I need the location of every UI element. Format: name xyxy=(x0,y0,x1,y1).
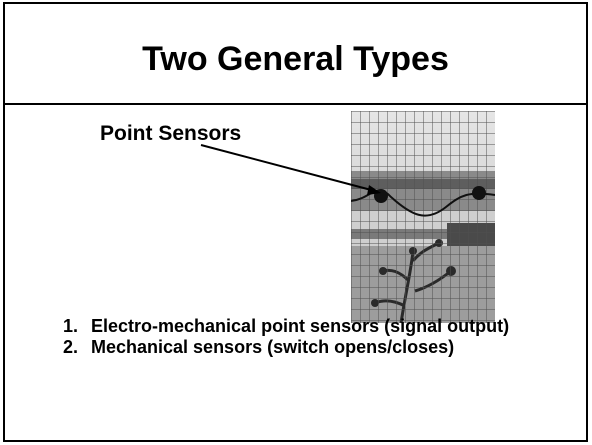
slide: Two General Types Point Sensors xyxy=(3,2,588,442)
sensor-list: 1. Electro-mechanical point sensors (sig… xyxy=(63,316,591,358)
list-item: 1. Electro-mechanical point sensors (sig… xyxy=(63,316,591,337)
title-divider xyxy=(5,103,586,105)
list-item-text: Mechanical sensors (switch opens/closes) xyxy=(91,337,455,357)
fence-sensor-photo-art xyxy=(351,111,495,323)
list-item-number: 2. xyxy=(63,337,79,357)
fence-sensor-photo xyxy=(351,111,495,323)
list-item: 2. Mechanical sensors (switch opens/clos… xyxy=(63,337,591,358)
list-item-number: 1. xyxy=(63,316,79,336)
slide-title: Two General Types xyxy=(142,39,449,78)
photo-label: Point Sensors xyxy=(100,122,242,145)
list-item-text: Electro-mechanical point sensors (signal… xyxy=(91,316,510,336)
